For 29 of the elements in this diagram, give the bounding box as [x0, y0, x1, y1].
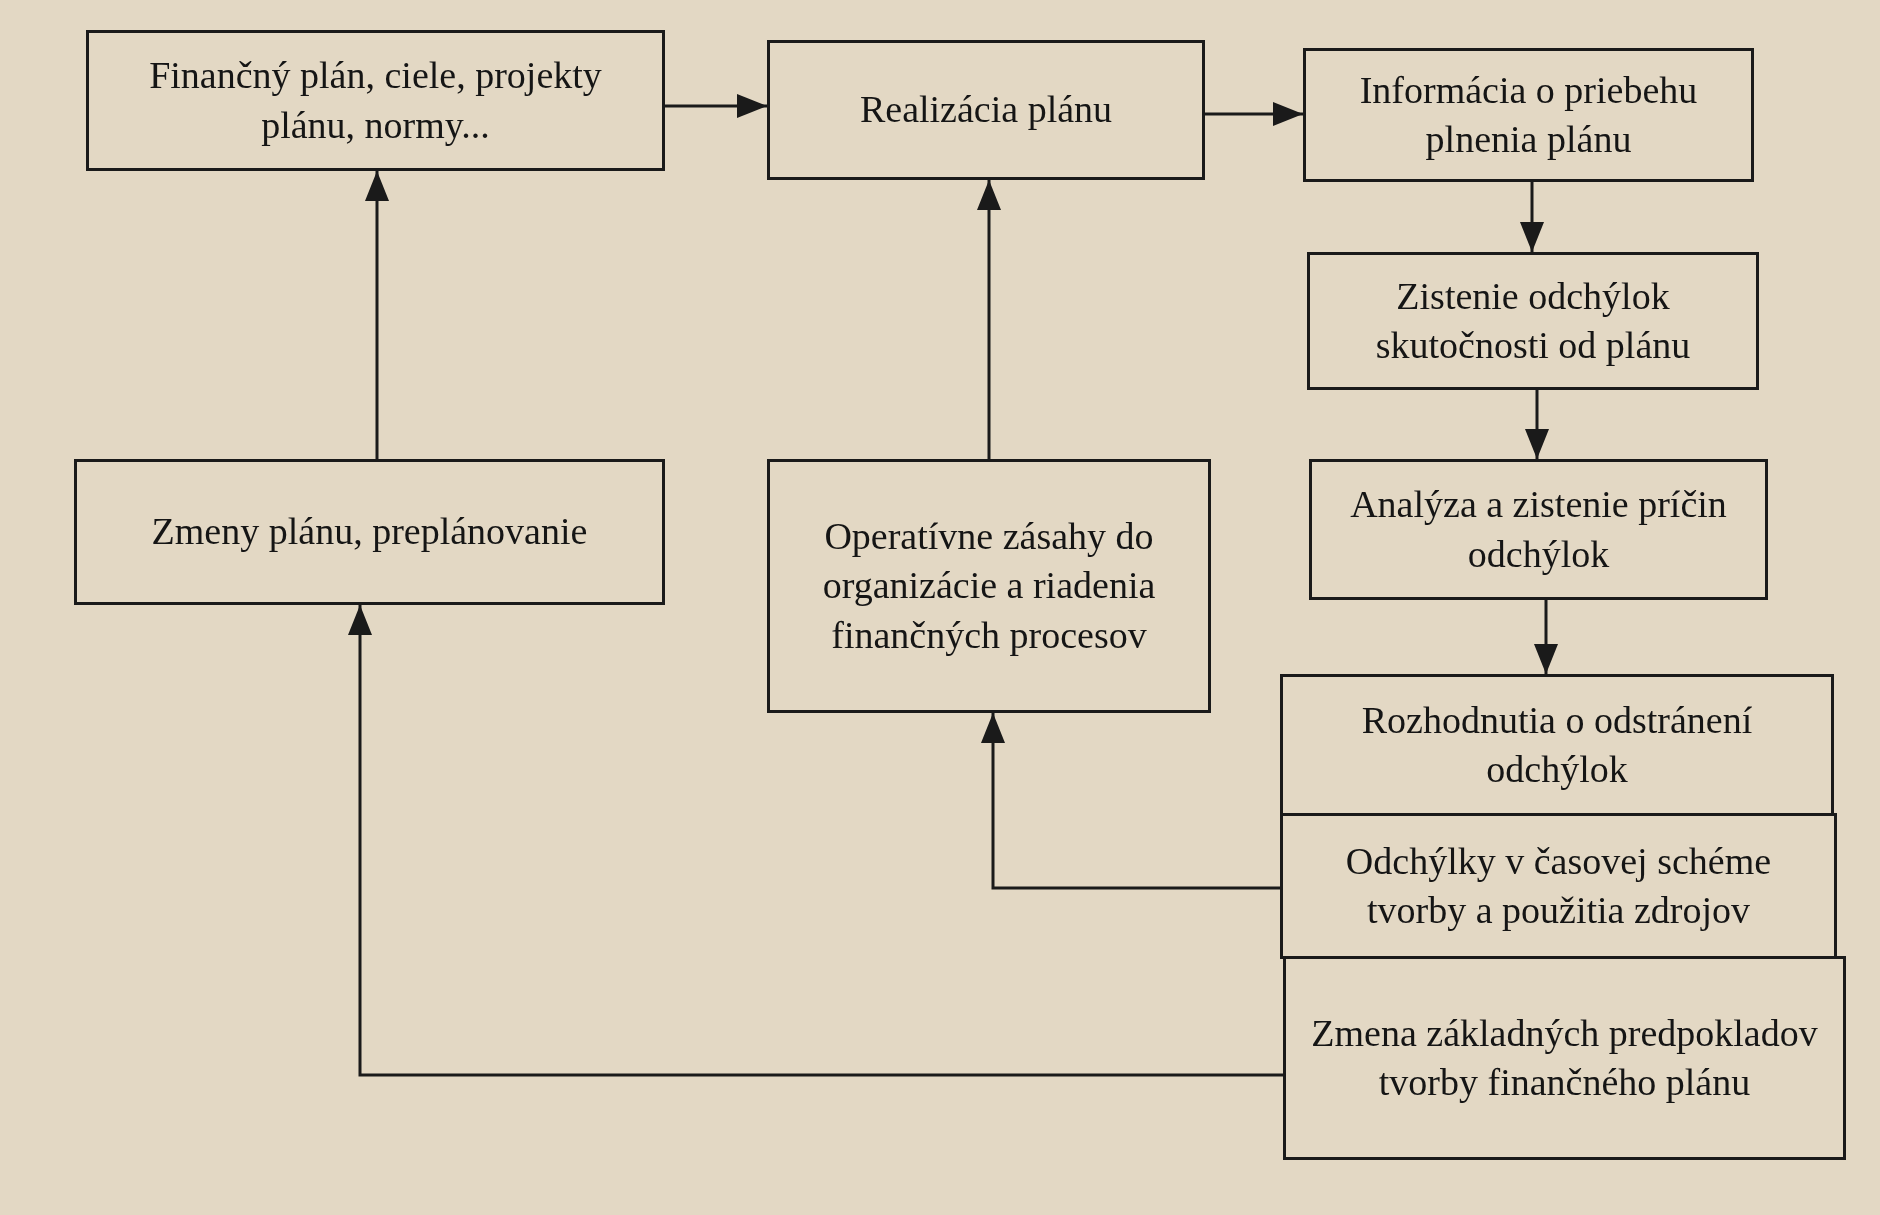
box-text: Analýza a zistenie príčin odchýlok: [1349, 482, 1728, 577]
arrow: [1520, 182, 1544, 252]
box-text: Zmena základných predpokladov tvorby finančného plánu: [1310, 1010, 1819, 1105]
arrow: [1525, 390, 1549, 459]
arrow: [665, 94, 767, 118]
box-text: Informácia o priebehu plnenia plánu: [1358, 67, 1699, 162]
arrow: [981, 713, 1280, 890]
arrow: [977, 180, 1001, 459]
process-box: [1283, 956, 1846, 1160]
box-text: Rozhodnutia o odstránení odchýlok: [1360, 697, 1754, 792]
process-box: [74, 459, 665, 605]
process-box: [1303, 48, 1754, 182]
arrow: [1534, 600, 1558, 674]
process-box: [1280, 813, 1837, 959]
process-box: [1309, 459, 1768, 600]
arrow: [348, 605, 1283, 1077]
box-text: Finančný plán, ciele, projekty plánu, normy...: [148, 53, 603, 148]
process-box: [1307, 252, 1759, 390]
box-text: Zmeny plánu, preplánovanie: [151, 509, 588, 555]
process-box: [1280, 674, 1834, 816]
box-text: Odchýlky v časovej schéme tvorby a použitia zdrojov: [1344, 838, 1773, 933]
process-box: [86, 30, 665, 171]
arrow: [365, 171, 389, 459]
process-box: [767, 40, 1205, 180]
box-text: Realizácia plánu: [859, 87, 1113, 133]
process-box: [767, 459, 1211, 713]
box-text: Zistenie odchýlok skutočnosti od plánu: [1374, 273, 1692, 368]
box-text: Operatívne zásahy do organizácie a riadenia finančných procesov: [821, 513, 1157, 658]
arrow: [1205, 102, 1303, 126]
